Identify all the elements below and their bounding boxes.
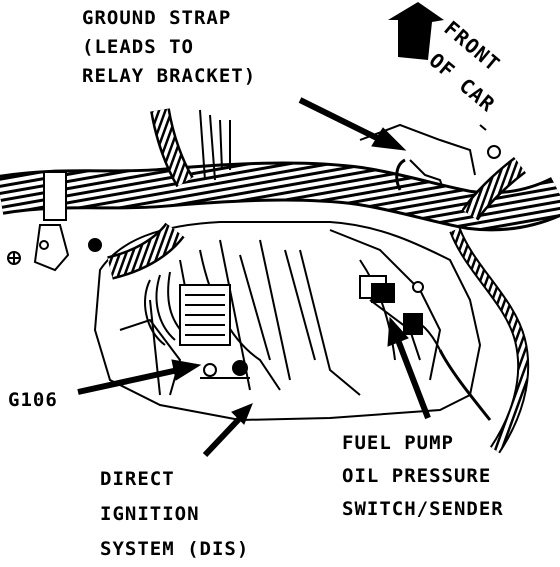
fuel-pump-line-3: SWITCH/SENDER [342,498,504,520]
dis-line-2: IGNITION [100,503,200,525]
left-bracket [7,224,102,272]
direct-ignition-label: DIRECT IGNITION SYSTEM (DIS) [100,462,249,567]
dis-connector [179,284,231,346]
dis-wires [144,109,231,346]
leader-arrows [77,97,431,458]
fuel-pump-line-2: OIL PRESSURE [342,465,492,487]
dis-line-1: DIRECT [100,468,175,490]
ground-strap-line-2: (LEADS TO [82,36,194,58]
ground-strap-label: GROUND STRAP (LEADS TO RELAY BRACKET) [82,4,256,91]
ground-strap-line-3: RELAY BRACKET) [82,65,257,87]
g106-label: G106 [8,389,58,411]
main-harness [0,161,560,232]
front-of-car-arrow [388,2,444,60]
fuel-pump-line-1: FUEL PUMP [342,432,454,454]
g106-ground-point [200,360,250,379]
dis-line-3: SYSTEM (DIS) [100,538,250,560]
oil-pressure-sender [359,275,492,421]
harness-branches [106,108,530,454]
fuel-pump-label: FUEL PUMP OIL PRESSURE SWITCH/SENDER [342,427,504,526]
ground-strap-line-1: GROUND STRAP [82,7,232,29]
